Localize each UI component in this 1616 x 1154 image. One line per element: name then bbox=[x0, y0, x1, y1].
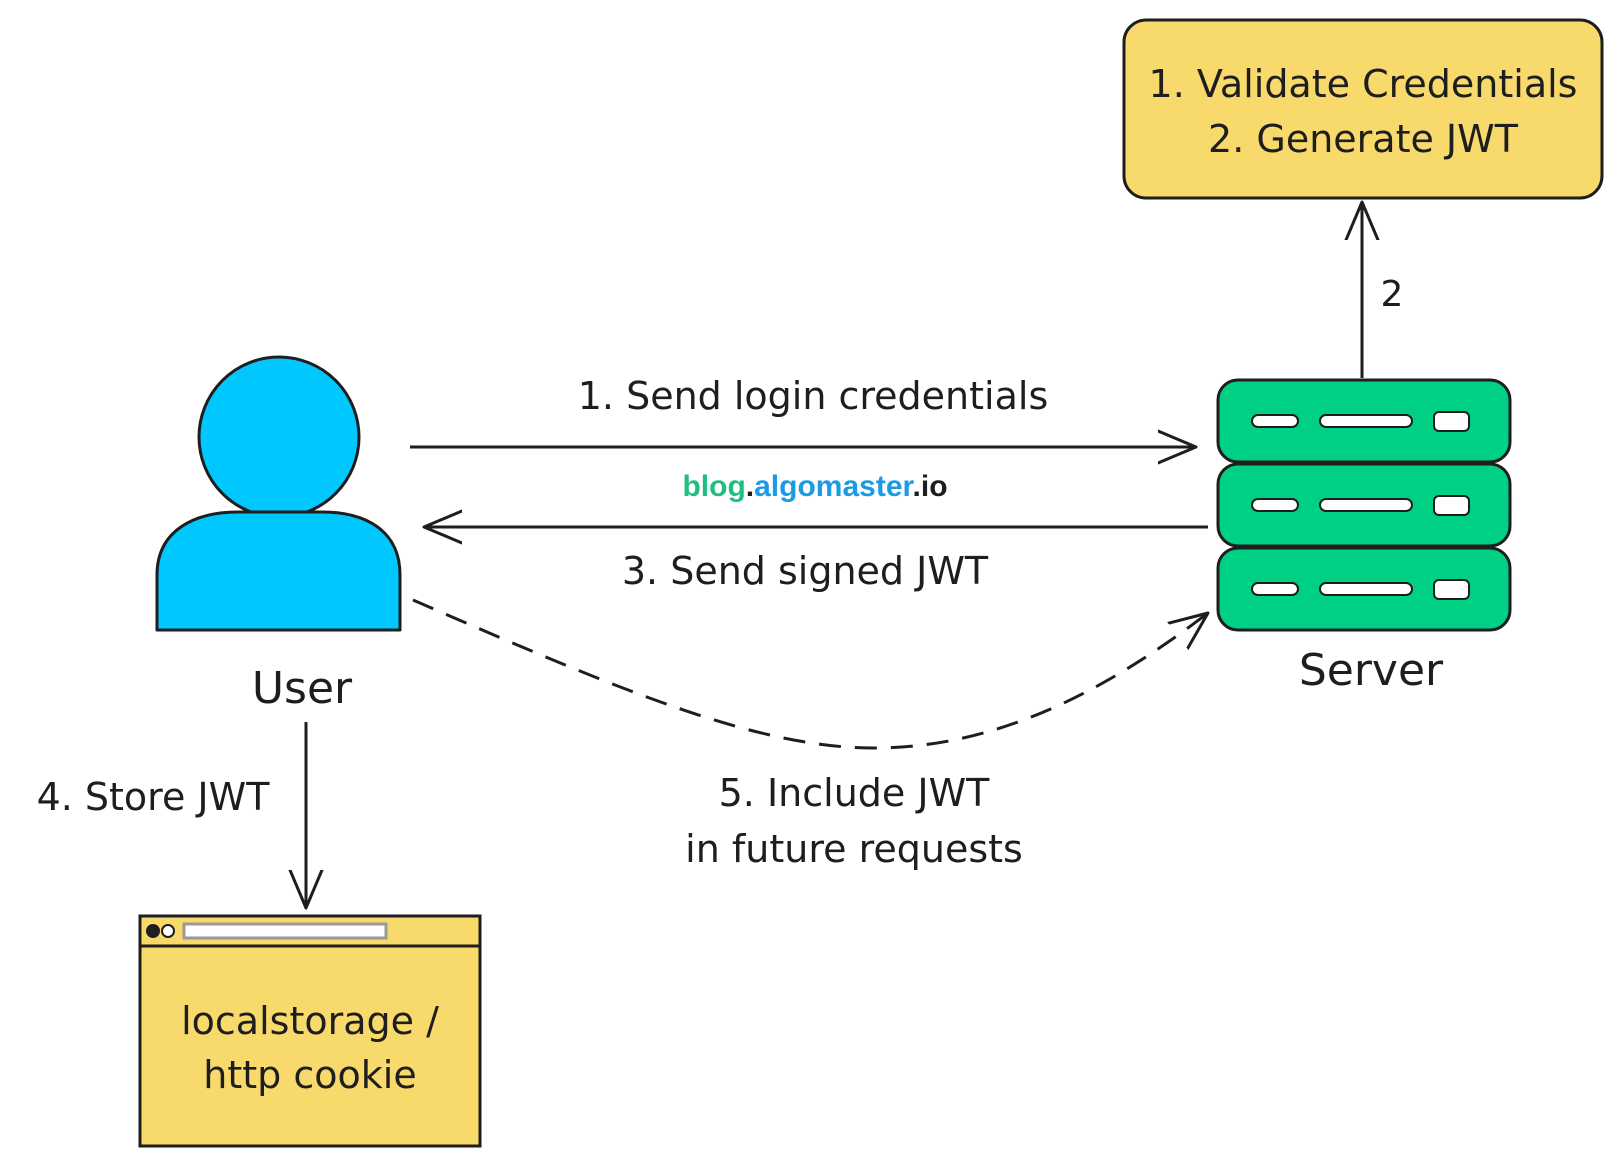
arrow-3-label: 3. Send signed JWT bbox=[622, 549, 989, 593]
storage-label-line2: http cookie bbox=[203, 1053, 416, 1097]
watermark-text: blog.algomaster.io bbox=[682, 470, 947, 503]
storage-window: localstorage / http cookie bbox=[138, 914, 482, 1148]
arrow-2-label: 2 bbox=[1381, 274, 1404, 315]
validate-generate-box: 1. Validate Credentials 2. Generate JWT bbox=[1122, 18, 1604, 200]
storage-label-line1: localstorage / bbox=[181, 999, 439, 1043]
user-icon bbox=[155, 355, 402, 632]
generate-jwt-text: 2. Generate JWT bbox=[1208, 117, 1519, 161]
user-label: User bbox=[252, 663, 353, 714]
arrow-5-include-jwt bbox=[412, 598, 1208, 750]
window-dot-icon bbox=[146, 924, 160, 938]
server-unit-2 bbox=[1216, 462, 1512, 548]
validate-credentials-text: 1. Validate Credentials bbox=[1149, 62, 1578, 106]
arrow-5-label-line1: 5. Include JWT bbox=[719, 771, 991, 815]
server-unit-1 bbox=[1216, 378, 1512, 464]
arrow-5-label-line2: in future requests bbox=[685, 827, 1023, 871]
window-address-bar bbox=[182, 922, 388, 940]
server-icon bbox=[1216, 378, 1512, 632]
arrow-4-label: 4. Store JWT bbox=[37, 775, 271, 819]
window-dot-icon bbox=[161, 924, 175, 938]
arrow-1-label: 1. Send login credentials bbox=[578, 374, 1049, 418]
server-label: Server bbox=[1299, 645, 1444, 696]
server-unit-3 bbox=[1216, 546, 1512, 632]
